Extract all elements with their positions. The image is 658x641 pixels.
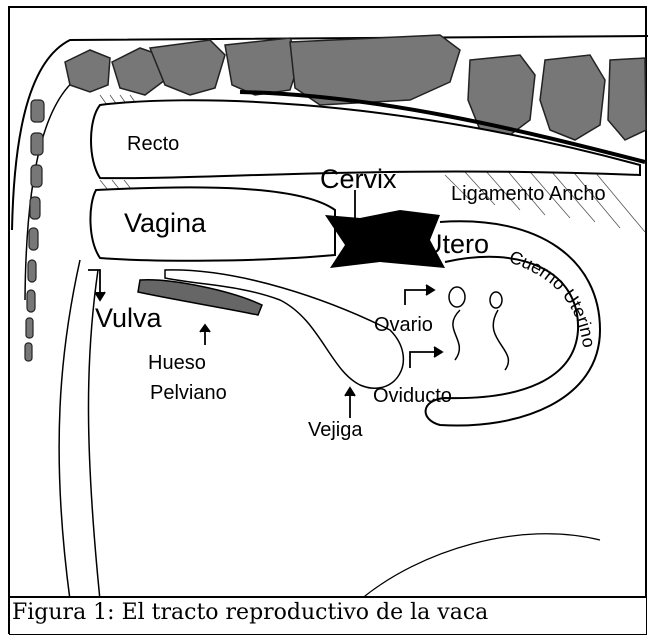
label-vejiga: Vejiga <box>308 419 363 441</box>
label-ovario: Ovario <box>374 314 433 336</box>
label-recto: Recto <box>127 133 179 155</box>
label-utero: Utero <box>423 229 489 259</box>
label-vagina: Vagina <box>124 208 207 238</box>
label-ligamento-ancho: Ligamento Ancho <box>451 183 606 205</box>
label-cuerno-uterino: Cuerno Uterino <box>507 247 599 349</box>
ovaries <box>449 287 508 370</box>
figure-caption: Figura 1: El tracto reproductivo de la v… <box>9 596 647 635</box>
leg-outline <box>59 260 80 600</box>
caption-text: Figura 1: El tracto reproductivo de la v… <box>12 600 488 625</box>
label-oviducto: Oviducto <box>373 385 452 407</box>
label-pelviano: Pelviano <box>150 382 227 404</box>
label-vulva: Vulva <box>95 303 163 333</box>
abdomen-curve <box>360 534 600 600</box>
label-cervix: Cervix <box>320 164 397 194</box>
label-hueso: Hueso <box>148 352 206 374</box>
